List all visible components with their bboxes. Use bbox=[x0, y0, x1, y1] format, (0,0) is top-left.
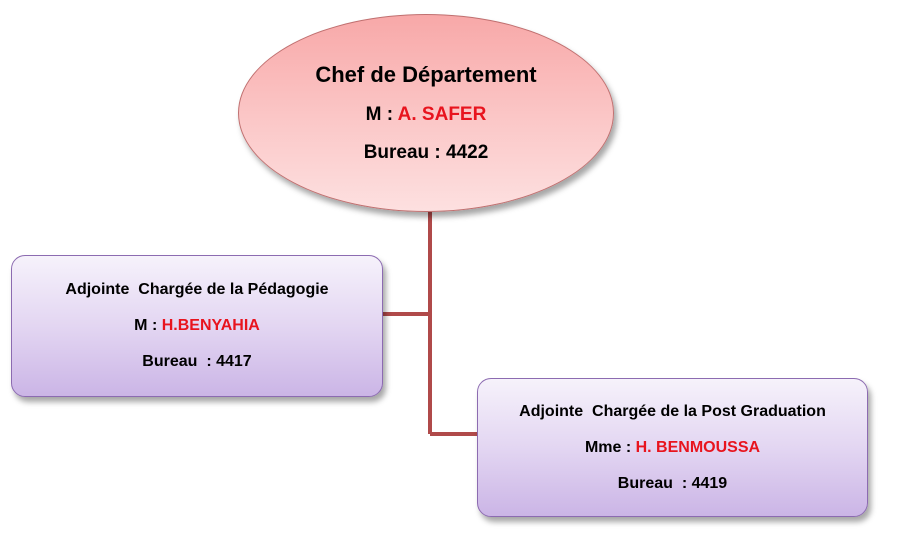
post-graduation-office: Bureau : 4419 bbox=[617, 474, 728, 492]
node-chef-departement: Chef de Département M : A. SAFER Bureau … bbox=[238, 14, 614, 212]
post-graduation-person-prefix: Mme : bbox=[584, 438, 636, 456]
chef-office: Bureau : 4422 bbox=[363, 142, 489, 163]
chef-person-prefix: M : bbox=[365, 104, 398, 125]
chef-person-name: A. SAFER bbox=[397, 104, 487, 125]
node-adjointe-post-graduation: Adjointe Chargée de la Post Graduation M… bbox=[477, 378, 868, 517]
chef-person: M : A. SAFER bbox=[366, 104, 487, 126]
pedagogie-person-name: H.BENYAHIA bbox=[161, 317, 260, 334]
chef-title: Chef de Département bbox=[315, 62, 537, 87]
pedagogie-office: Bureau : 4417 bbox=[142, 353, 252, 370]
post-graduation-person-name: H. BENMOUSSA bbox=[635, 438, 761, 456]
pedagogie-person: M : H.BENYAHIA bbox=[134, 317, 260, 335]
pedagogie-person-prefix: M : bbox=[134, 317, 162, 334]
post-graduation-title: Adjointe Chargée de la Post Graduation bbox=[519, 402, 826, 420]
node-adjointe-pedagogie: Adjointe Chargée de la Pédagogie M : H.B… bbox=[11, 255, 383, 397]
post-graduation-person: Mme : H. BENMOUSSA bbox=[585, 439, 760, 457]
pedagogie-title: Adjointe Chargée de la Pédagogie bbox=[65, 281, 329, 298]
